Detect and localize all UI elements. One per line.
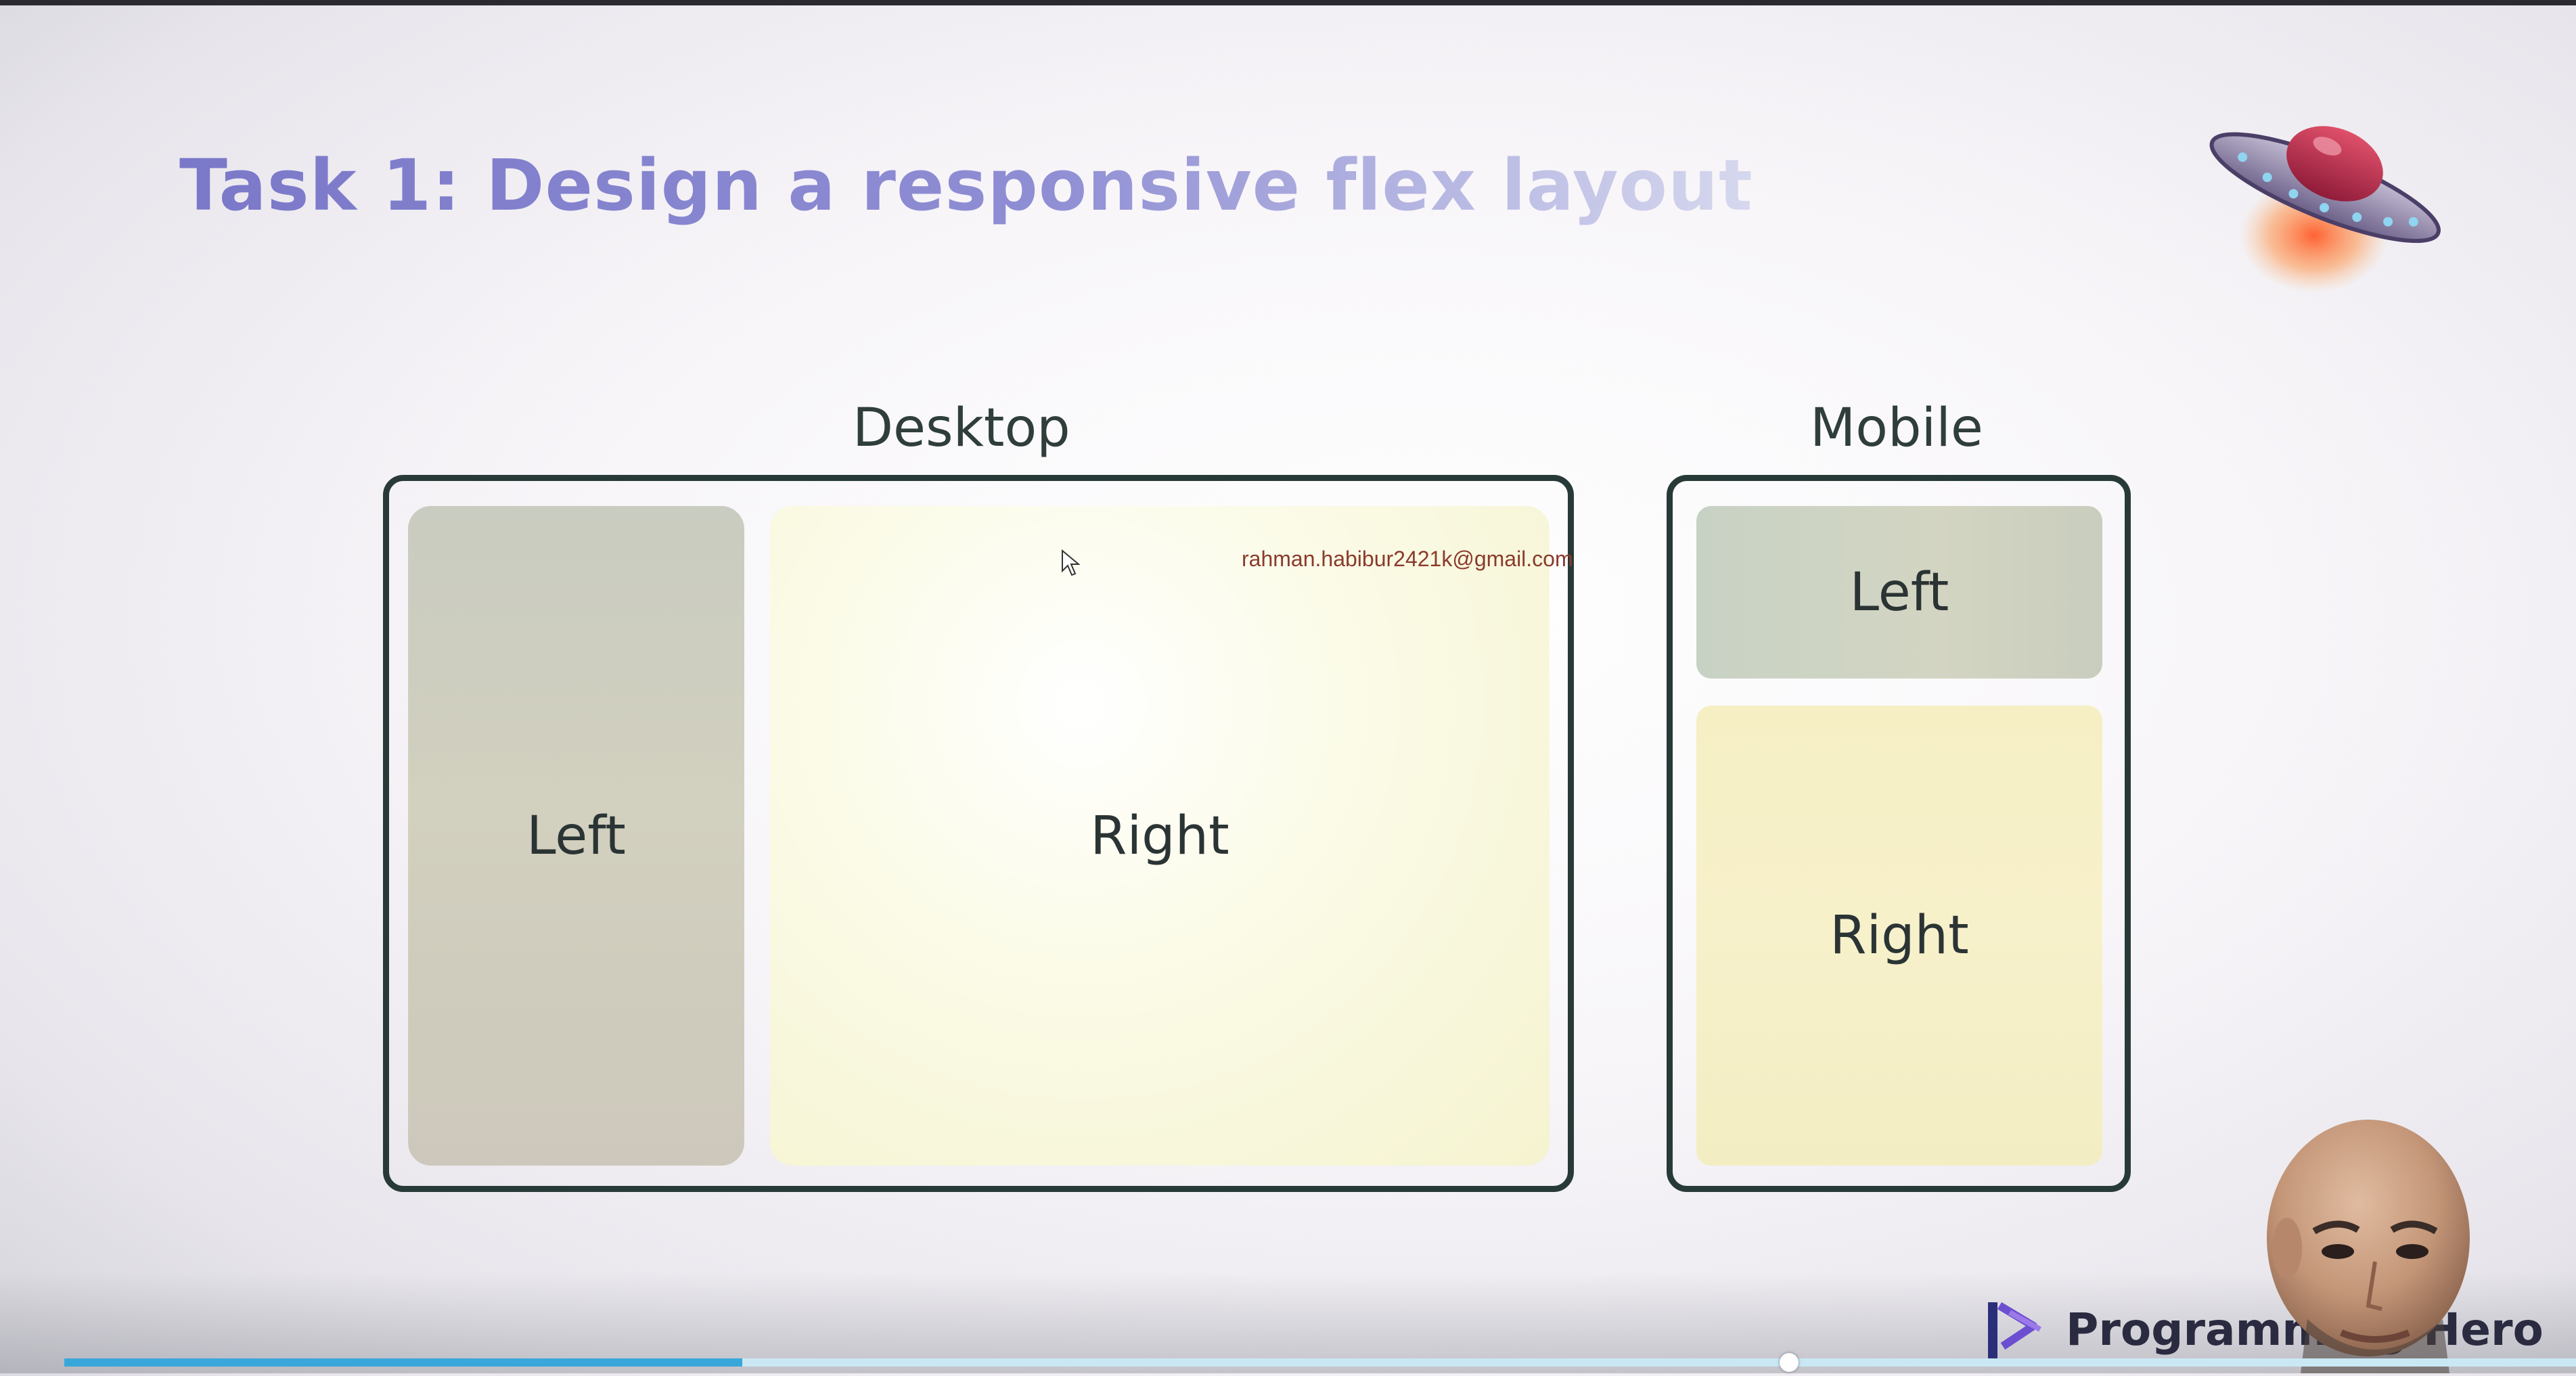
brand-logo-icon <box>1988 1302 2041 1360</box>
video-progress-knob[interactable] <box>1780 1353 1799 1372</box>
ufo-icon <box>2199 107 2456 299</box>
mobile-left-label: Left <box>1849 561 1949 623</box>
slide-title: Task 1: Design a responsive flex layout <box>179 144 1753 227</box>
video-progress-bar[interactable] <box>64 1358 2576 1367</box>
desktop-right-label: Right <box>1090 805 1229 867</box>
mouse-cursor-icon <box>1061 549 1081 579</box>
watermark-email: rahman.habibur2421k@gmail.com <box>1242 547 1573 571</box>
window-top-edge <box>0 0 2576 5</box>
presenter-webcam <box>2246 1116 2490 1373</box>
mobile-label: Mobile <box>1810 398 1983 459</box>
bottom-shadow <box>0 1272 2576 1373</box>
desktop-left-label: Left <box>526 805 626 867</box>
desktop-label: Desktop <box>853 398 1070 459</box>
mobile-right-panel: Right <box>1696 706 2102 1166</box>
desktop-left-panel: Left <box>408 506 744 1166</box>
video-progress-fill <box>64 1358 743 1367</box>
desktop-right-panel: Right <box>770 506 1550 1166</box>
desktop-frame <box>383 475 1574 1192</box>
mobile-frame <box>1667 475 2131 1192</box>
mobile-left-panel: Left <box>1696 506 2102 679</box>
presentation-slide: Task 1: Design a responsive flex layout <box>0 5 2576 1357</box>
mobile-right-label: Right <box>1830 905 1969 966</box>
